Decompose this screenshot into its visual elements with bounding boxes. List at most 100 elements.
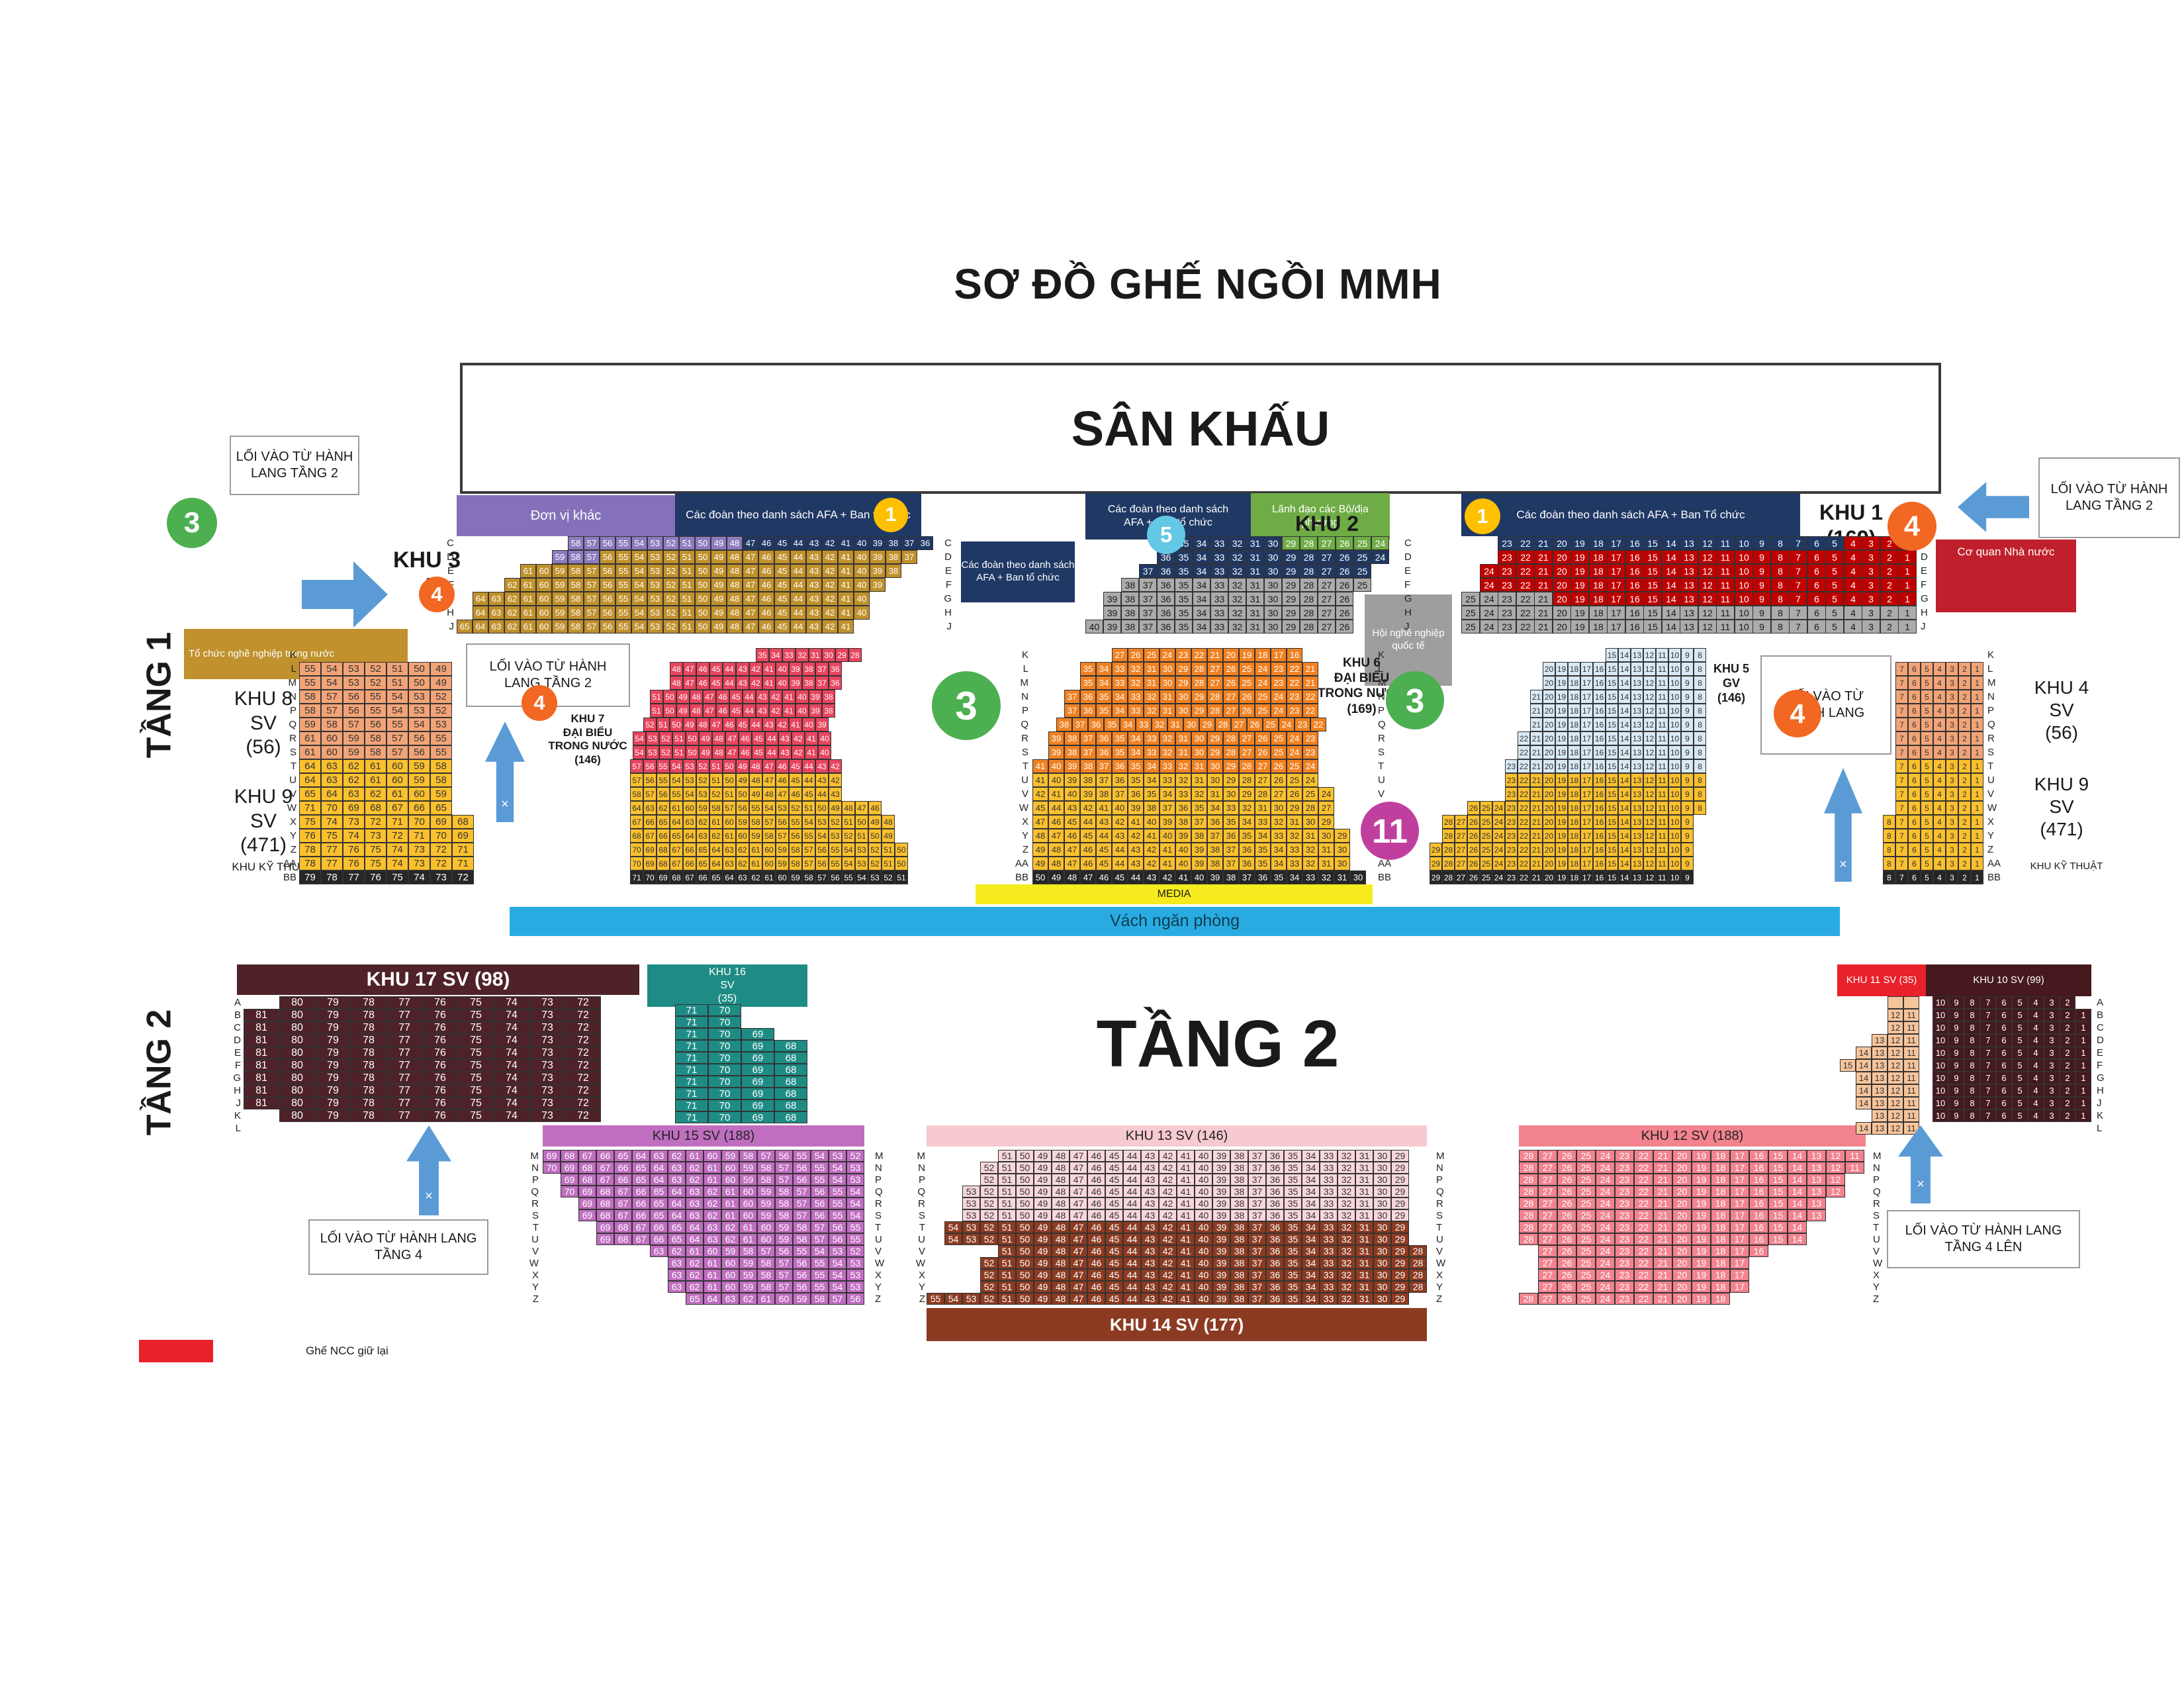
seat-cell[interactable]: 61	[365, 773, 387, 787]
seat-cell[interactable]: 28	[1519, 1233, 1538, 1245]
seat-cell[interactable]: 22	[1287, 676, 1302, 690]
seat-cell[interactable]: 41	[1177, 1162, 1195, 1174]
seat-cell[interactable]: 13	[1807, 1150, 1826, 1162]
seat-cell[interactable]: 48	[712, 745, 725, 759]
seat-cell[interactable]: 10	[1735, 620, 1753, 633]
seat-cell[interactable]: 57	[584, 592, 600, 606]
seat-cell[interactable]: 34	[1144, 759, 1160, 773]
seat-cell[interactable]: 11	[1656, 690, 1668, 704]
seat-cell[interactable]: 19	[1555, 676, 1568, 690]
seat-cell[interactable]: 44	[1123, 1281, 1141, 1293]
seat-cell[interactable]: 2	[1958, 843, 1971, 857]
seat-cell[interactable]: 69	[741, 1111, 774, 1123]
seat-cell[interactable]: 35	[1284, 1293, 1302, 1305]
seat-cell[interactable]: 28	[1239, 773, 1255, 787]
seat-cell[interactable]: 30	[1334, 857, 1350, 870]
seat-cell[interactable]: 42	[1160, 870, 1175, 884]
seat-cell[interactable]: 42	[1144, 857, 1160, 870]
seat-cell[interactable]: 9	[1948, 1021, 1964, 1034]
seat-cell[interactable]: 17	[1730, 1269, 1749, 1281]
seat-cell[interactable]: 74	[387, 843, 408, 857]
seat-cell[interactable]: 69	[643, 857, 657, 870]
seat-cell[interactable]: 29	[835, 648, 848, 662]
seat-cell[interactable]: 19	[1692, 1281, 1711, 1293]
seat-cell[interactable]: 5	[1825, 606, 1844, 620]
seat-cell[interactable]: 43	[1141, 1197, 1159, 1209]
seat-cell[interactable]: 25	[1576, 1245, 1596, 1257]
seat-cell[interactable]: 77	[387, 1084, 422, 1097]
seat-cell[interactable]: 54	[855, 870, 868, 884]
seat-cell[interactable]: 34	[1239, 815, 1255, 829]
seat-cell[interactable]: 26	[1271, 759, 1287, 773]
seat-cell[interactable]: 21	[1534, 550, 1553, 564]
seat-cell[interactable]: 29	[1391, 1150, 1409, 1162]
seat-cell[interactable]: 25	[1576, 1221, 1596, 1233]
seat-cell[interactable]: 73	[430, 870, 452, 884]
seat-cell[interactable]: 58	[321, 718, 343, 731]
seat-cell[interactable]: 67	[614, 1209, 632, 1221]
seat-cell[interactable]: 63	[343, 787, 365, 801]
seat-cell[interactable]: 30	[1207, 773, 1223, 787]
seat-cell[interactable]: 29	[1391, 1186, 1409, 1197]
seat-cell[interactable]: 47	[683, 676, 696, 690]
seat-cell[interactable]: 26	[1287, 787, 1302, 801]
seat-cell[interactable]: 5	[2012, 1059, 2028, 1072]
seat-cell[interactable]: 27	[1318, 550, 1336, 564]
seat-cell[interactable]: 41	[1177, 1150, 1195, 1162]
seat-cell[interactable]: 21	[1653, 1293, 1672, 1305]
seat-cell[interactable]: 54	[846, 1186, 864, 1197]
seat-cell[interactable]: 49	[1032, 857, 1048, 870]
seat-cell[interactable]: 75	[365, 843, 387, 857]
seat-cell[interactable]: 63	[686, 1186, 704, 1197]
seat-cell[interactable]: 12	[1643, 690, 1656, 704]
seat-cell[interactable]: 38	[1144, 801, 1160, 815]
seat-cell[interactable]: 76	[422, 1021, 458, 1034]
seat-cell[interactable]: 52	[980, 1233, 998, 1245]
seat-cell[interactable]: 47	[1069, 1293, 1087, 1305]
seat-cell[interactable]: 27	[1538, 1257, 1557, 1269]
seat-cell[interactable]: 80	[279, 1097, 315, 1109]
seat-cell[interactable]: 41	[1177, 1221, 1195, 1233]
seat-cell[interactable]: 22	[1634, 1245, 1653, 1257]
seat-cell[interactable]: 36	[1223, 829, 1239, 843]
seat-cell[interactable]: 35	[1284, 1257, 1302, 1269]
seat-cell[interactable]: 43	[1096, 815, 1112, 829]
seat-cell[interactable]: 28	[1409, 1245, 1427, 1257]
seat-cell[interactable]: 70	[708, 1076, 741, 1088]
seat-cell[interactable]: 21	[1534, 564, 1553, 578]
seat-cell[interactable]: 8	[1964, 1072, 1980, 1084]
seat-cell[interactable]: 55	[387, 718, 408, 731]
seat-cell[interactable]: 7	[1789, 578, 1807, 592]
seat-cell[interactable]: 17	[1730, 1174, 1749, 1186]
seat-cell[interactable]: 22	[1634, 1233, 1653, 1245]
seat-cell[interactable]: 60	[683, 801, 696, 815]
seat-cell[interactable]: 25	[1353, 536, 1371, 550]
seat-cell[interactable]: 13	[1631, 870, 1643, 884]
seat-cell[interactable]: 69	[741, 1064, 774, 1076]
seat-cell[interactable]: 6	[1908, 815, 1921, 829]
seat-cell[interactable]: 56	[600, 550, 615, 564]
seat-cell[interactable]: 44	[1123, 1162, 1141, 1174]
seat-cell[interactable]: 33	[1320, 1293, 1338, 1305]
seat-cell[interactable]: 16	[1625, 578, 1644, 592]
seat-cell[interactable]: 44	[802, 759, 815, 773]
seat-cell[interactable]: 61	[299, 745, 321, 759]
seat-cell[interactable]: 7	[1980, 1034, 1996, 1047]
seat-cell[interactable]: 37	[1239, 870, 1255, 884]
seat-cell[interactable]: 44	[1123, 1269, 1141, 1281]
seat-cell[interactable]: 53	[846, 1162, 864, 1174]
seat-cell[interactable]: 1	[1971, 704, 1983, 718]
seat-cell[interactable]: 24	[1492, 870, 1505, 884]
seat-cell[interactable]: 79	[315, 1047, 351, 1059]
seat-cell[interactable]: 12	[1643, 704, 1656, 718]
seat-cell[interactable]: 55	[829, 1186, 846, 1197]
seat-cell[interactable]: 53	[408, 704, 430, 718]
seat-cell[interactable]: 36	[1266, 1257, 1284, 1269]
seat-cell[interactable]: 43	[1064, 801, 1080, 815]
seat-cell[interactable]: 49	[1034, 1150, 1052, 1162]
seat-cell[interactable]: 54	[842, 843, 855, 857]
seat-cell[interactable]: 64	[321, 787, 343, 801]
seat-cell[interactable]: 64	[704, 1293, 721, 1305]
seat-cell[interactable]: 29	[1391, 1197, 1409, 1209]
seat-cell[interactable]: 15	[1606, 815, 1618, 829]
